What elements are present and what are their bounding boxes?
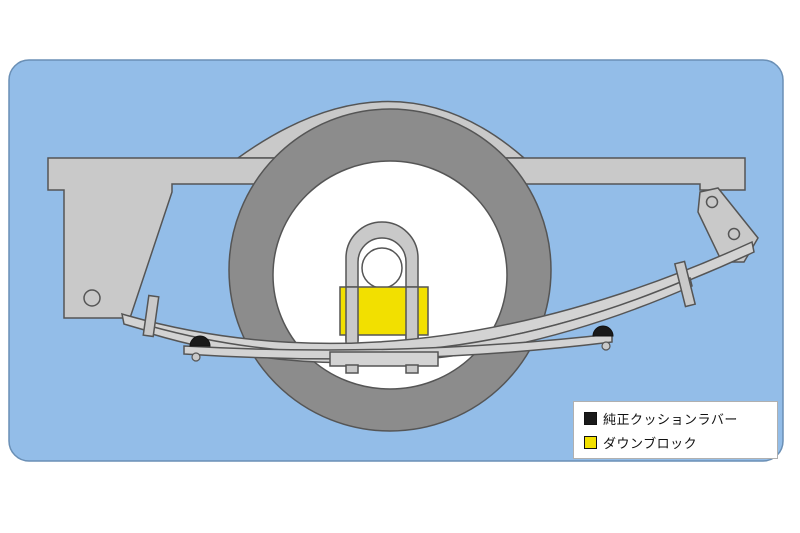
helper-bolt-left: [191, 352, 201, 362]
spring-seat: [329, 351, 439, 367]
chassis-frame: [47, 157, 746, 319]
helper-bolt-right: [601, 341, 611, 351]
spring-clip-front: [142, 294, 160, 338]
front-hanger-bolt: [83, 289, 101, 307]
legend-item-down-block: ダウンブロック: [584, 430, 777, 454]
legend-swatch-yellow: [584, 435, 597, 449]
shackle-lower-bolt: [727, 227, 741, 241]
spring-clip-rear: [673, 260, 697, 308]
legend-item-cushion-rubber: 純正クッションラバー: [584, 406, 777, 430]
axle: [361, 247, 403, 289]
u-bolt-nut-left: [345, 364, 359, 374]
cushion-rubber-left: [189, 335, 211, 347]
helper-leaf: [183, 333, 613, 360]
legend-label: 純正クッションラバー: [603, 412, 738, 428]
shackle-upper-bolt: [705, 195, 719, 209]
u-bolt-nut-right: [405, 364, 419, 374]
legend-swatch-black: [584, 411, 597, 425]
legend: 純正クッションラバー ダウンブロック: [573, 401, 778, 459]
cushion-rubber-right: [592, 325, 614, 337]
legend-label: ダウンブロック: [603, 436, 698, 452]
